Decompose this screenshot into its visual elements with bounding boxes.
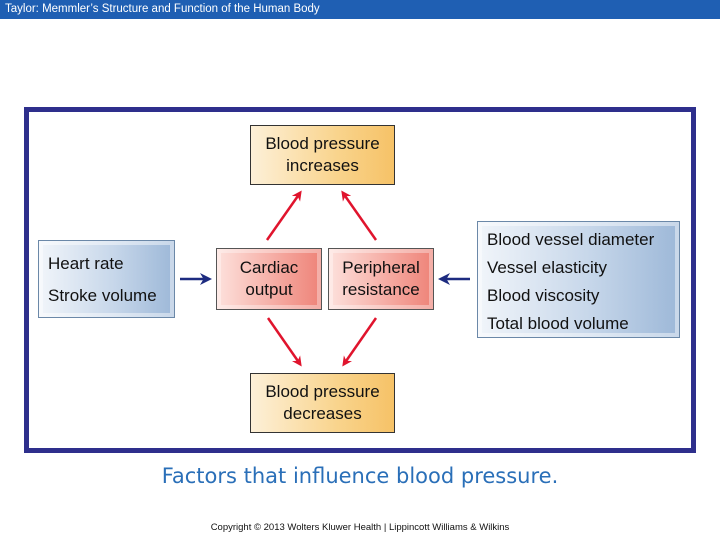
left-factors-box: Heart rate Stroke volume (38, 240, 175, 318)
arrow-peripheral-to-decrease (342, 317, 378, 367)
arrow-cardiac-to-decrease (266, 317, 302, 367)
arrow-cardiac-to-increase (265, 190, 302, 241)
right-factor-total-blood-volume: Total blood volume (487, 314, 629, 333)
right-factors-box: Blood vessel diameter Vessel elasticity … (477, 221, 680, 338)
bp-increases-line-1: Blood pressure (265, 134, 380, 153)
header-bar: Taylor: Memmler’s Structure and Function… (0, 0, 720, 19)
arrow-peripheral-to-increase (341, 190, 378, 241)
figure-caption: Factors that influence blood pressure. (161, 464, 559, 488)
right-factor-blood-viscosity: Blood viscosity (487, 286, 600, 305)
bp-decreases-line-2: decreases (283, 404, 362, 423)
peripheral-resistance-box: Peripheral resistance (328, 248, 434, 310)
bp-decreases-line-1: Blood pressure (265, 382, 380, 401)
cardiac-output-line-1: Cardiac (239, 258, 299, 277)
header-title: Taylor: Memmler’s Structure and Function… (5, 3, 320, 15)
copyright-footer: Copyright © 2013 Wolters Kluwer Health |… (210, 522, 510, 533)
cardiac-output-box: Cardiac output (216, 248, 322, 310)
bp-decreases-box: Blood pressure decreases (250, 373, 395, 433)
cardiac-output-line-2: output (245, 280, 293, 299)
right-factor-vessel-diameter: Blood vessel diameter (487, 230, 655, 249)
peripheral-resistance-line-1: Peripheral (342, 258, 420, 277)
left-factor-stroke-volume: Stroke volume (48, 286, 157, 305)
bp-increases-box: Blood pressure increases (250, 125, 395, 185)
left-factor-heart-rate: Heart rate (48, 254, 124, 273)
peripheral-resistance-line-2: resistance (342, 280, 420, 299)
right-factor-vessel-elasticity: Vessel elasticity (487, 258, 607, 277)
bp-increases-line-2: increases (286, 156, 359, 175)
